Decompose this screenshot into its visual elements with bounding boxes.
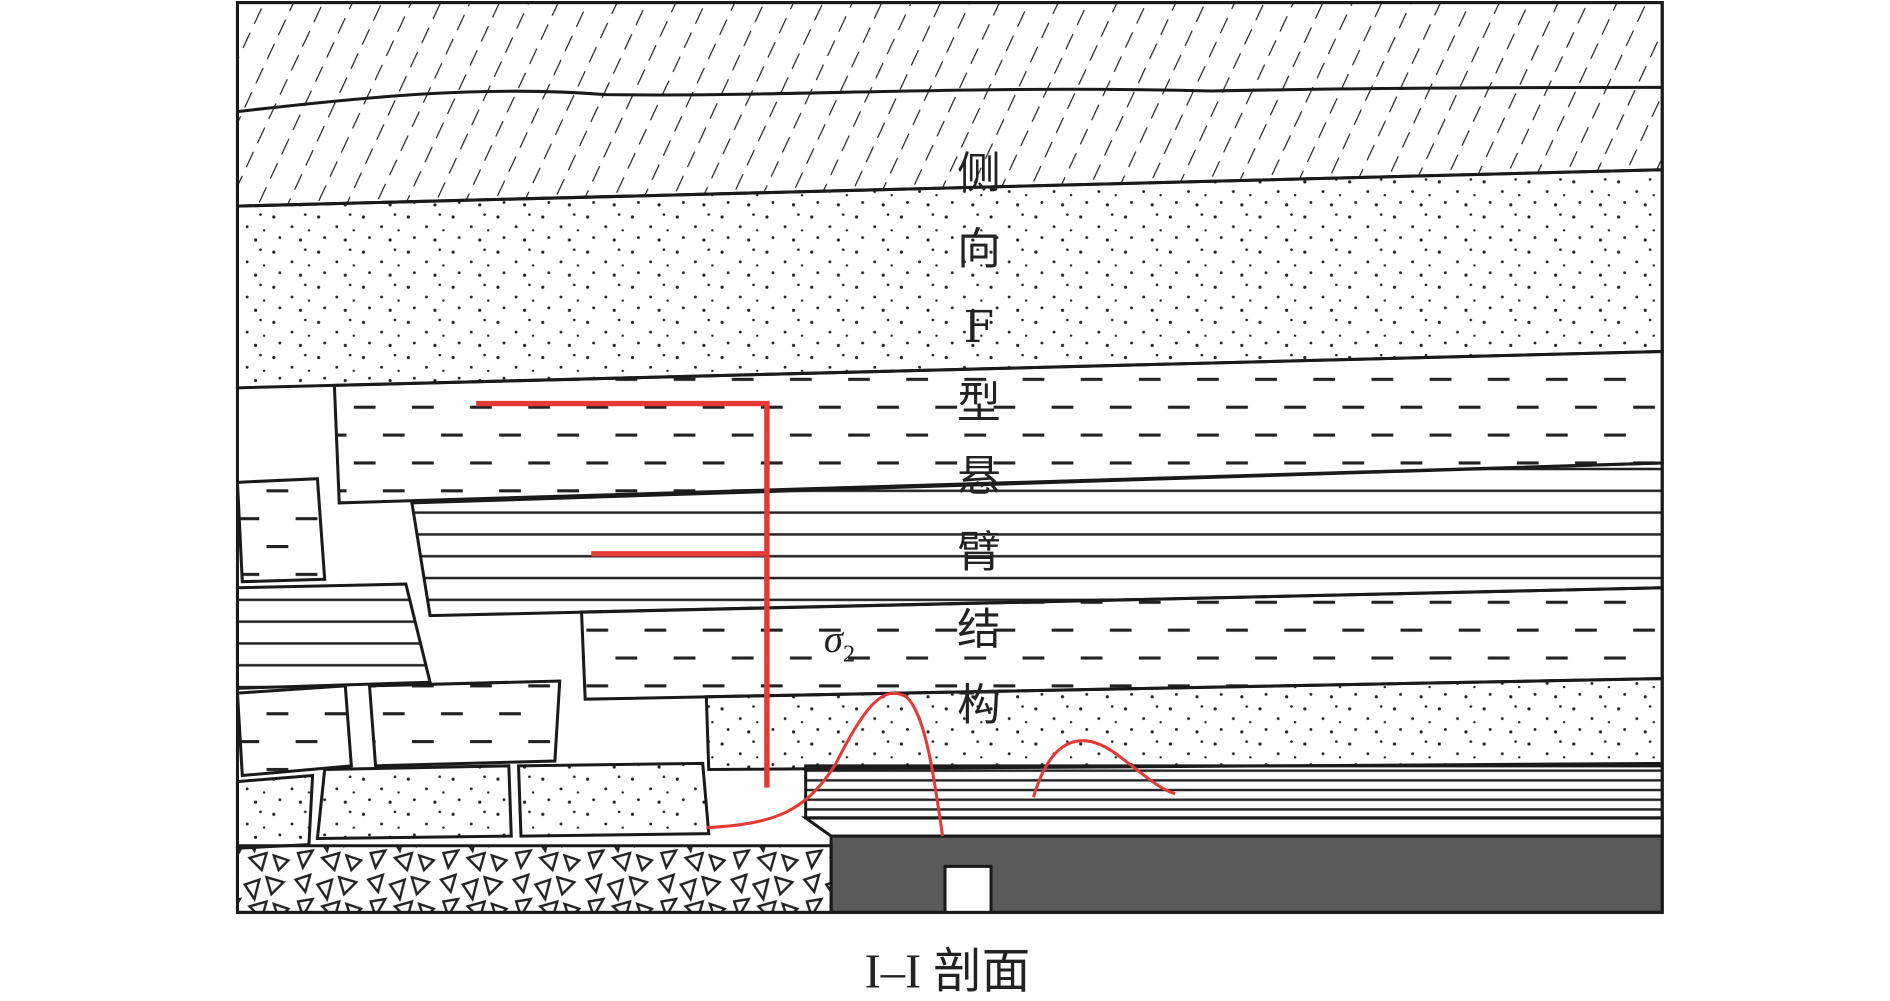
- broken-block: [235, 477, 327, 584]
- stress-curve-secondary: [1031, 739, 1176, 798]
- stress-curve-main: [706, 691, 945, 837]
- broken-block: [516, 761, 711, 838]
- roadway-opening: [943, 864, 993, 914]
- vertical-label-char: 侧: [957, 149, 1001, 199]
- frame: [235, 1, 1664, 914]
- broken-block: [315, 764, 513, 841]
- support-row: [800, 816, 1664, 838]
- vertical-label-char: 悬: [957, 452, 1001, 502]
- stress-label: σ2: [824, 618, 855, 668]
- vertical-label-char: F: [964, 303, 994, 353]
- strata: [235, 1, 1664, 914]
- caption: I–I 剖面: [865, 946, 1031, 999]
- sandstone-layer-upper: [235, 168, 1664, 390]
- broken-block: [367, 679, 562, 768]
- cantilever-line: [476, 400, 770, 788]
- broken-block: [235, 684, 353, 778]
- vertical-label-char: 构: [957, 681, 1001, 731]
- vertical-label-char: 向: [957, 225, 1001, 275]
- layer-boundary-wavy: [237, 85, 1663, 114]
- gob-rubble: [235, 844, 833, 914]
- stress-annotation: [476, 400, 1176, 837]
- vertical-label-char: 型: [957, 379, 1001, 429]
- broken-block: [235, 582, 433, 690]
- broken-block: [235, 773, 315, 850]
- vertical-label-char: 臂: [957, 528, 1001, 578]
- vertical-label-char: 结: [957, 606, 1001, 656]
